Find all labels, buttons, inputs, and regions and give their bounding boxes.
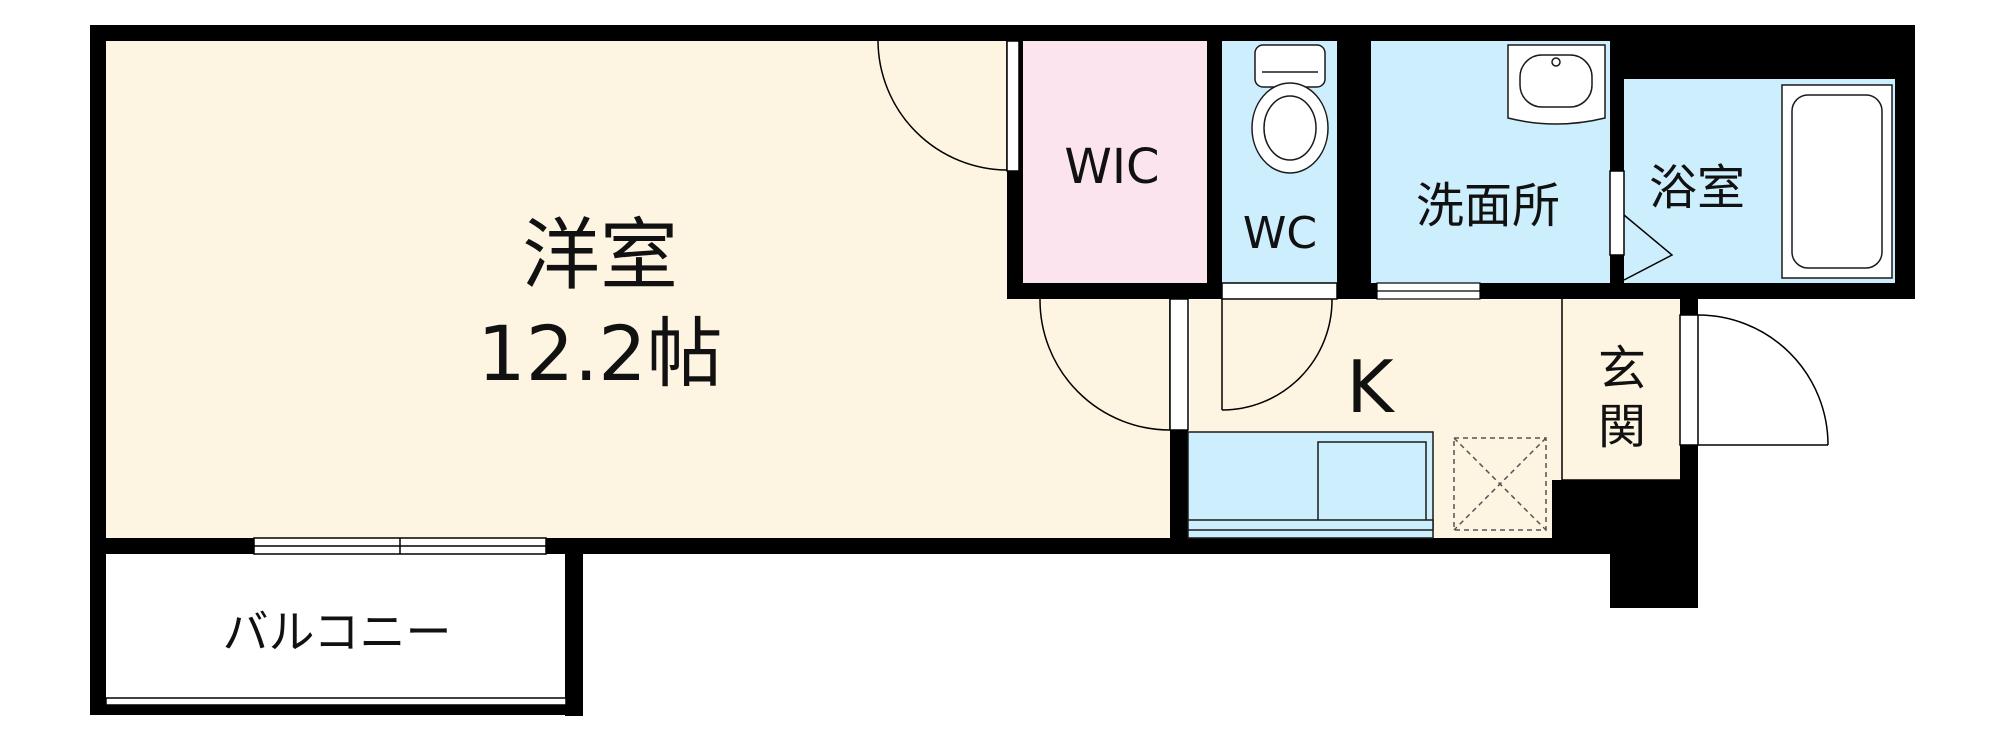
washroom-label: 洗面所 — [1416, 178, 1560, 234]
western-room-floor — [105, 40, 1170, 540]
balcony-window — [253, 537, 547, 555]
kitchen-door-frame — [1169, 298, 1189, 431]
toilet-icon — [1251, 44, 1329, 174]
wc-door — [1221, 282, 1338, 411]
bathtub-icon — [1781, 84, 1893, 279]
bath-label: 浴室 — [1649, 160, 1745, 216]
kitchen-sink-icon — [1317, 441, 1427, 523]
kitchen-counter — [1187, 431, 1434, 539]
entrance-door — [1679, 314, 1829, 446]
washbasin-icon — [1507, 44, 1606, 125]
wc-label: WC — [1243, 208, 1317, 259]
entrance-label-line1: 玄 — [1598, 341, 1646, 397]
walls — [90, 25, 1915, 716]
wic-label: WIC — [1064, 139, 1159, 195]
fridge-space-icon — [1453, 437, 1547, 531]
wic-door-frame — [1006, 40, 1020, 172]
western-room-name: 洋室 — [522, 211, 678, 301]
balcony-floor — [105, 555, 565, 715]
entrance-step — [1561, 299, 1680, 481]
bath-door — [1609, 170, 1674, 281]
washroom-sliding-door — [1376, 282, 1600, 300]
balcony-label: バルコニー — [222, 605, 451, 659]
kitchen-label: K — [1346, 345, 1395, 429]
entrance-label-line2: 関 — [1598, 399, 1646, 455]
wic-floor — [1022, 40, 1207, 285]
balcony-railing — [105, 697, 567, 706]
western-room-size: 12.2帖 — [477, 309, 722, 398]
